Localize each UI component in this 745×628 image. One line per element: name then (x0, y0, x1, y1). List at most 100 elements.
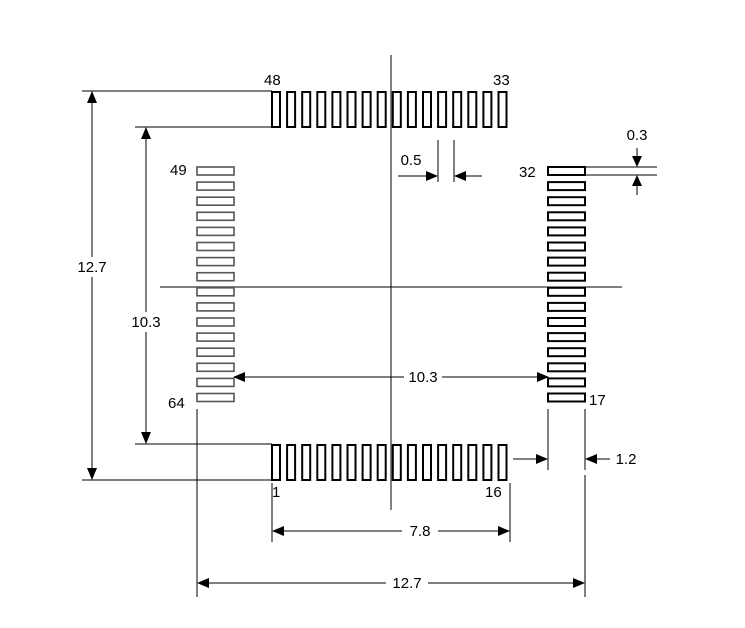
pad (391, 444, 402, 481)
dimension-lines (82, 90, 657, 597)
pad-column-right (547, 166, 586, 403)
pad (196, 211, 235, 222)
dim-pad-width: 0.3 (627, 127, 648, 144)
pad (437, 444, 448, 481)
arrow-head (141, 127, 151, 139)
pad (482, 91, 493, 128)
dimension-labels: 12.7 10.3 10.3 0.5 0.3 1.2 7.8 12.7 (75, 127, 647, 592)
pad (301, 444, 312, 481)
pad (346, 91, 357, 128)
dim-pad-length: 1.2 (616, 451, 637, 468)
pad (547, 332, 586, 343)
pad (547, 317, 586, 327)
dim-overall-height: 12.7 (77, 259, 106, 276)
pad (452, 444, 463, 481)
pad (547, 392, 586, 403)
center-lines (160, 55, 622, 510)
pad (196, 271, 235, 282)
arrow-head (87, 91, 97, 103)
pad (271, 91, 281, 128)
arrow-head (498, 526, 510, 536)
pad (196, 256, 235, 267)
pad (376, 91, 387, 128)
arrow-head (272, 526, 284, 536)
pad (196, 166, 235, 176)
pad-row-bottom (271, 444, 508, 481)
pad (196, 226, 235, 237)
pad (196, 241, 235, 252)
pad (547, 256, 586, 267)
arrow-head (585, 454, 597, 464)
pad (196, 392, 235, 403)
pad (301, 91, 312, 128)
arrow-head (536, 454, 548, 464)
pad (316, 91, 327, 128)
pad (547, 286, 586, 297)
pad (361, 444, 372, 481)
pad (497, 91, 508, 128)
arrow-head (537, 372, 549, 382)
pad (547, 166, 586, 176)
pad (406, 91, 417, 128)
pad (547, 301, 586, 312)
pad-column-left (196, 166, 235, 403)
pad (196, 286, 235, 297)
pad (271, 444, 281, 481)
pad (437, 91, 448, 128)
pad (452, 91, 463, 128)
dim-pad-pitch: 0.5 (401, 152, 422, 169)
dim-inner-width: 10.3 (408, 369, 437, 386)
pad (497, 444, 508, 481)
arrow-head (426, 171, 438, 181)
pad (406, 444, 417, 481)
pin-label-1: 1 (272, 484, 280, 501)
pad (196, 362, 235, 373)
pin-label-17: 17 (589, 392, 606, 409)
pin-label-49: 49 (170, 162, 187, 179)
pad (286, 91, 297, 128)
pad (196, 196, 235, 206)
pin-label-32: 32 (519, 164, 536, 181)
pad (547, 271, 586, 282)
pin-label-48: 48 (264, 72, 281, 89)
pad (196, 302, 235, 312)
arrow-head (454, 171, 466, 181)
pad (391, 91, 402, 128)
pad (467, 91, 478, 128)
pin-label-16: 16 (485, 484, 502, 501)
pad (331, 444, 342, 481)
pad (547, 362, 586, 373)
dim-inner-height: 10.3 (131, 314, 160, 331)
pad (286, 444, 297, 481)
pad-row-top (271, 91, 508, 128)
pad (331, 91, 342, 128)
arrow-head (197, 578, 209, 588)
pad (196, 181, 235, 191)
pad (547, 226, 586, 237)
arrow-head (632, 156, 642, 167)
arrow-head (141, 432, 151, 444)
pad (196, 347, 235, 358)
dim-overall-width: 12.7 (392, 575, 421, 592)
pad (547, 347, 586, 358)
pad (196, 332, 235, 342)
dim-row-span: 7.8 (410, 523, 431, 540)
pad (422, 91, 432, 128)
pad (346, 444, 357, 481)
pin-label-33: 33 (493, 72, 510, 89)
pad (547, 241, 586, 252)
pad (467, 444, 478, 481)
pad (361, 91, 372, 128)
pad (547, 377, 586, 388)
pad (547, 211, 586, 222)
pin-label-64: 64 (168, 395, 185, 412)
pad (547, 181, 586, 192)
pad (316, 444, 327, 481)
pad (196, 377, 235, 388)
pad (547, 196, 586, 207)
pad (422, 444, 432, 481)
pin-labels: 48 33 49 64 32 17 1 16 (168, 72, 606, 501)
arrow-head (573, 578, 585, 588)
arrow-head (87, 468, 97, 480)
